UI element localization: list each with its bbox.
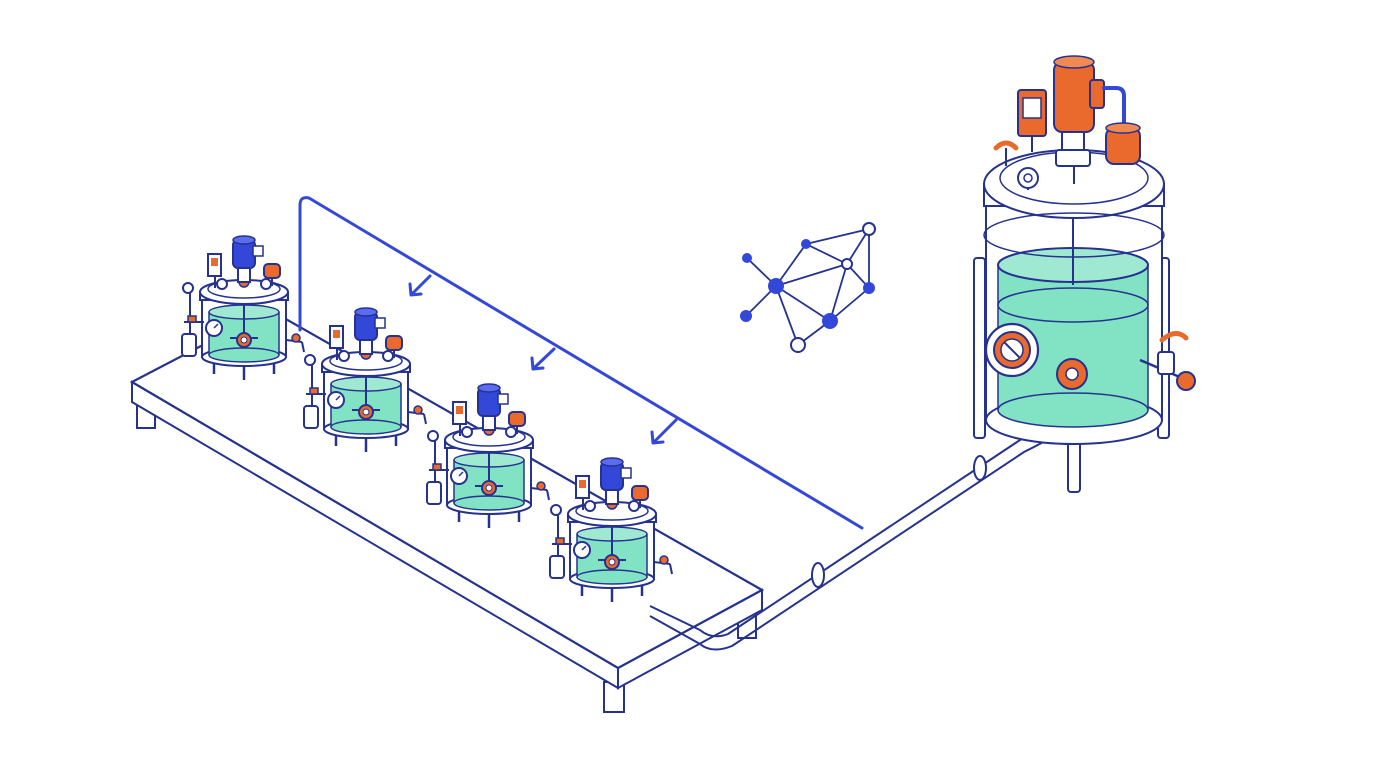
arrow-icon: [408, 282, 423, 297]
handwheel-icon: [1056, 358, 1088, 390]
molecule-network-icon: [740, 222, 876, 353]
tank-top-fittings: [993, 55, 1141, 190]
arrow-icon: [530, 356, 545, 371]
network-node: [862, 222, 876, 236]
pipe-flange: [973, 455, 987, 481]
feed-manifold-pipe: [298, 196, 864, 530]
network-node: [742, 253, 752, 263]
network-node: [822, 313, 838, 329]
flow-arrows: [408, 282, 665, 445]
tank-liquid-bottom: [997, 392, 1149, 428]
network-node: [740, 310, 752, 322]
pressure-gauge-icon: [1017, 167, 1039, 190]
network-node: [790, 337, 806, 353]
network-node: [768, 278, 784, 294]
network-node: [863, 282, 875, 294]
arrow-icon: [650, 430, 665, 445]
tank-sight-glass: [984, 322, 1040, 378]
pipe-flange: [811, 562, 825, 588]
motor-icon: [1053, 55, 1105, 184]
tank-icon: [973, 55, 1196, 493]
motor-feed-pipe: [1102, 86, 1126, 132]
valve-icon: [1139, 331, 1196, 391]
network-node: [841, 258, 853, 270]
lab-bench: [129, 308, 765, 713]
network-node: [801, 239, 811, 249]
